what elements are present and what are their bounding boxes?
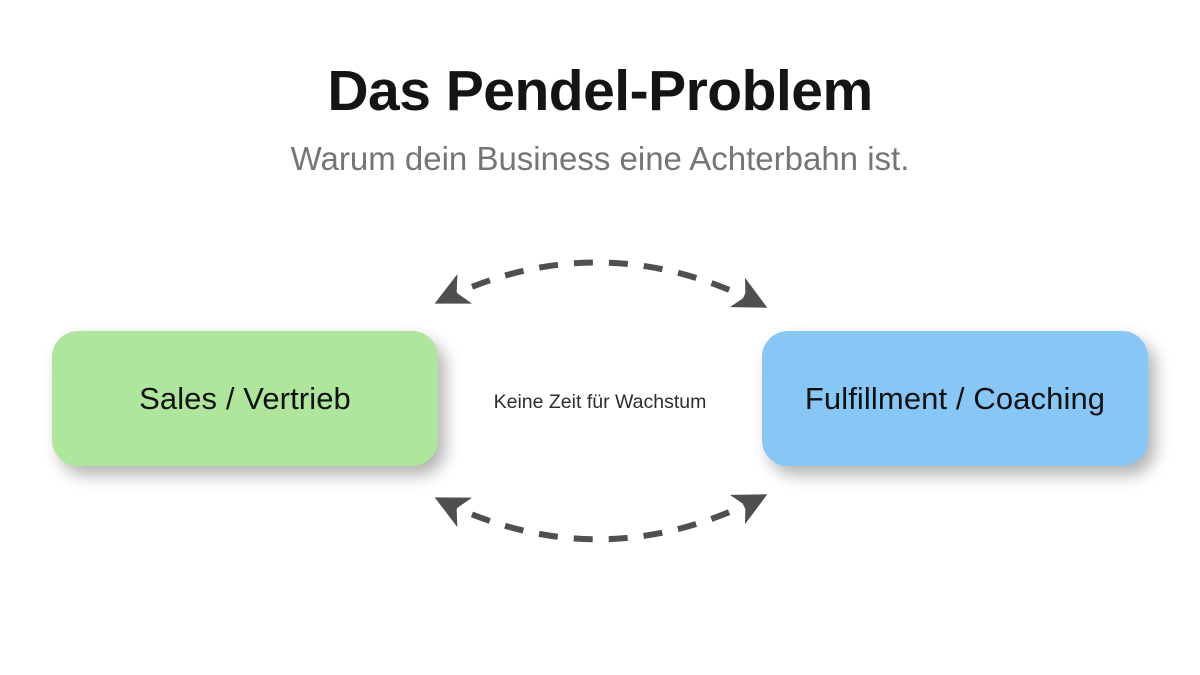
center-caption: Keine Zeit für Wachstum: [493, 391, 707, 413]
node-fulfillment-label: Fulfillment / Coaching: [804, 380, 1106, 416]
page-title: Das Pendel-Problem: [327, 59, 873, 123]
top-dashed-arrow: [434, 259, 768, 308]
node-sales-label: Sales / Vertrieb: [139, 380, 351, 416]
bottom-dashed-arrow: [434, 494, 768, 543]
node-sales[interactable]: Sales / Vertrieb: [52, 331, 438, 466]
page-subtitle: Warum dein Business eine Achterbahn ist.: [290, 140, 910, 177]
node-fulfillment[interactable]: Fulfillment / Coaching: [762, 331, 1148, 466]
